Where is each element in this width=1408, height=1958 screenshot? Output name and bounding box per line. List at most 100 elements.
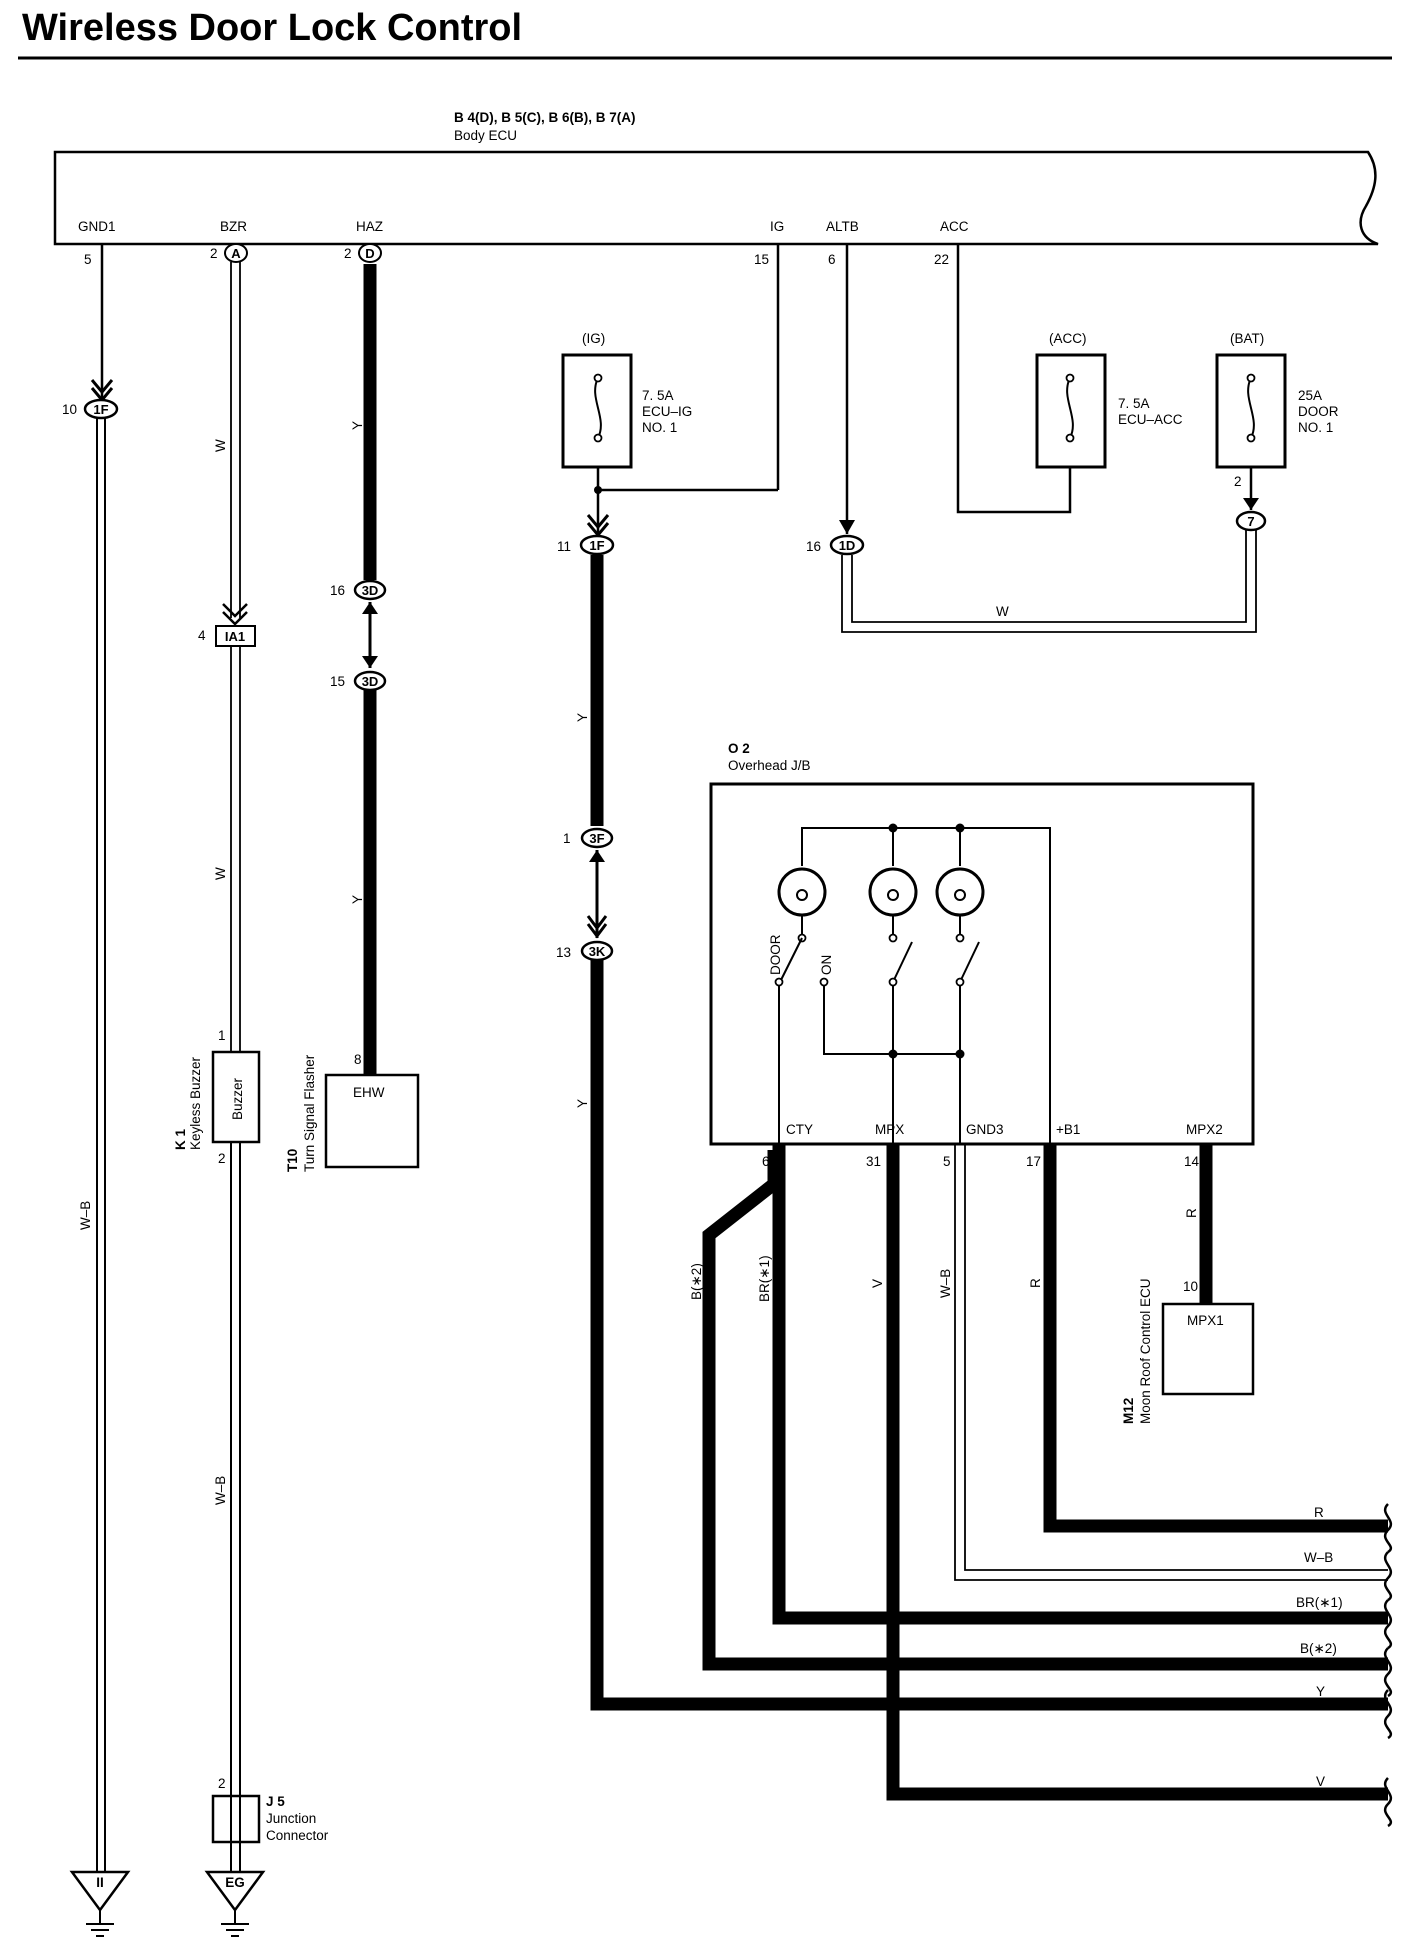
switch-2-blade [892, 941, 913, 983]
wire-br1 [772, 1144, 1388, 1625]
o2-pin-num-cty: 6 [762, 1154, 770, 1169]
fuse-ig-box [561, 353, 633, 469]
j5-code: J 5 [266, 1794, 285, 1809]
pin-label-bzr: BZR [220, 219, 247, 234]
o2-pin-num-gnd3: 5 [943, 1154, 951, 1169]
connector-1d-code: 1D [839, 538, 856, 553]
wire-label-y-right: Y [1316, 1684, 1325, 1699]
fuse-acc-name1: ECU–ACC [1118, 412, 1183, 427]
1d-arrow [839, 520, 855, 534]
wire-color-b2-vertical: B(∗2) [689, 1263, 704, 1300]
wire-label-wb-right: W–B [1304, 1550, 1333, 1565]
fuse-acc-term-top [1065, 373, 1075, 383]
switch-2-top [888, 933, 898, 943]
connector-1f-oval-b [579, 534, 615, 556]
wire-color-wb-gnd1: W–B [78, 1201, 93, 1230]
k1-box-label: Buzzer [230, 1077, 245, 1120]
j5-name1: Junction [266, 1811, 316, 1826]
fuse-bat-element [1247, 377, 1255, 439]
fuse-bat-term-top [1246, 373, 1256, 383]
o2-bus-top [801, 827, 1051, 1144]
break-mark-wb [1383, 1551, 1393, 1602]
break-mark-v [1383, 1777, 1393, 1828]
pin-num-ig: 15 [754, 252, 769, 267]
pin-label-haz: HAZ [356, 219, 383, 234]
ia1-chevron [222, 603, 248, 626]
wire-color-w-bzr-2: W [213, 867, 228, 880]
o2-name: Overhead J/B [728, 758, 811, 773]
pin-label-acc: ACC [940, 219, 969, 234]
wire-color-y-ig-1: Y [575, 713, 590, 722]
wire-color-y-ig-2: Y [575, 1099, 590, 1108]
ground-eg-label: EG [225, 1875, 245, 1890]
o2-pin-label-mpx2: MPX2 [1186, 1122, 1223, 1137]
t10-name: Turn Signal Flasher [302, 1054, 317, 1172]
j5-pin: 2 [218, 1776, 226, 1791]
wire-color-wb-k1: W–B [213, 1476, 228, 1505]
o2-pin-num-mpx: 31 [866, 1154, 881, 1169]
connector-1f-oval-a [83, 398, 119, 420]
connector-3d-oval-a [353, 579, 387, 601]
k1-pin-top: 1 [218, 1028, 226, 1043]
k1-buzzer-box [211, 1050, 261, 1144]
3k-pin: 13 [556, 945, 571, 960]
break-mark-y [1383, 1689, 1393, 1740]
connector-1d-oval [829, 534, 865, 556]
fuse-bat-group: (BAT) [1230, 331, 1264, 346]
3d-pin-b: 15 [330, 674, 345, 689]
body-ecu-name: Body ECU [454, 128, 517, 143]
o2-bus-dot-4 [955, 1049, 965, 1059]
fuse-ig-rating: 7. 5A [642, 388, 674, 403]
m12-box-label: MPX1 [1187, 1313, 1224, 1328]
o2-pin-num-b1: 17 [1026, 1154, 1041, 1169]
ig-junction-dot [594, 486, 602, 494]
7-arrow [1243, 498, 1259, 510]
connector-7-oval [1235, 510, 1267, 532]
m12-pin: 10 [1183, 1279, 1198, 1294]
fuse-ig-term-top [593, 373, 603, 383]
connector-d-oval [358, 243, 382, 263]
haz-mating-down [362, 656, 378, 668]
m12-name: Moon Roof Control ECU [1138, 1278, 1153, 1424]
o2-pin-num-mpx2: 14 [1184, 1154, 1200, 1169]
connector-7-code: 7 [1247, 514, 1254, 529]
connector-ia1-code: IA1 [225, 629, 245, 644]
pin-label-gnd1: GND1 [78, 219, 116, 234]
acc-wire [956, 244, 1072, 514]
1d-pin: 16 [806, 539, 821, 554]
pin-label-altb: ALTB [826, 219, 859, 234]
o2-pin-label-gnd3: GND3 [966, 1122, 1004, 1137]
connector-3k-code: 3K [589, 944, 606, 959]
connector-ia1-box [215, 625, 256, 647]
break-mark-r [1383, 1503, 1393, 1554]
wire-color-wb-vertical: W–B [938, 1269, 953, 1298]
o2-box [709, 782, 1255, 1146]
wire-wb-a [954, 1144, 1388, 1581]
break-mark-br1 [1383, 1599, 1393, 1650]
wire-label-r-right: R [1314, 1505, 1324, 1520]
switch-2-contact [888, 977, 898, 987]
connector-3d-code-a: 3D [362, 583, 379, 598]
o2-switch-bus [823, 986, 960, 1055]
w-loop-outer [841, 530, 1257, 633]
fuse-bat-rating: 25A [1298, 388, 1322, 403]
switch-3-blade [959, 941, 980, 983]
fuse-ig-element [594, 377, 602, 439]
o2-code: O 2 [728, 741, 750, 756]
fuse-ig-group: (IG) [582, 331, 605, 346]
3d-pin-a: 16 [330, 583, 345, 598]
connector-3d-code-b: 3D [362, 674, 379, 689]
pin-num-acc: 22 [934, 252, 949, 267]
fuse-acc-rating: 7. 5A [1118, 396, 1150, 411]
haz-mating-up [362, 602, 378, 614]
switch-3-contact [955, 977, 965, 987]
wire-color-v-vertical: V [870, 1279, 885, 1288]
connector-d-code: D [365, 246, 374, 261]
fuse-bat-name1: DOOR [1298, 404, 1339, 419]
3f-pin: 1 [563, 831, 571, 846]
pin-num-gnd1: 5 [84, 252, 92, 267]
k1-name: Keyless Buzzer [188, 1056, 203, 1150]
wire-label-br1-right: BR(∗1) [1296, 1595, 1343, 1610]
break-mark-b2 [1383, 1647, 1393, 1698]
ig-y-wire-2 [590, 960, 1388, 1711]
